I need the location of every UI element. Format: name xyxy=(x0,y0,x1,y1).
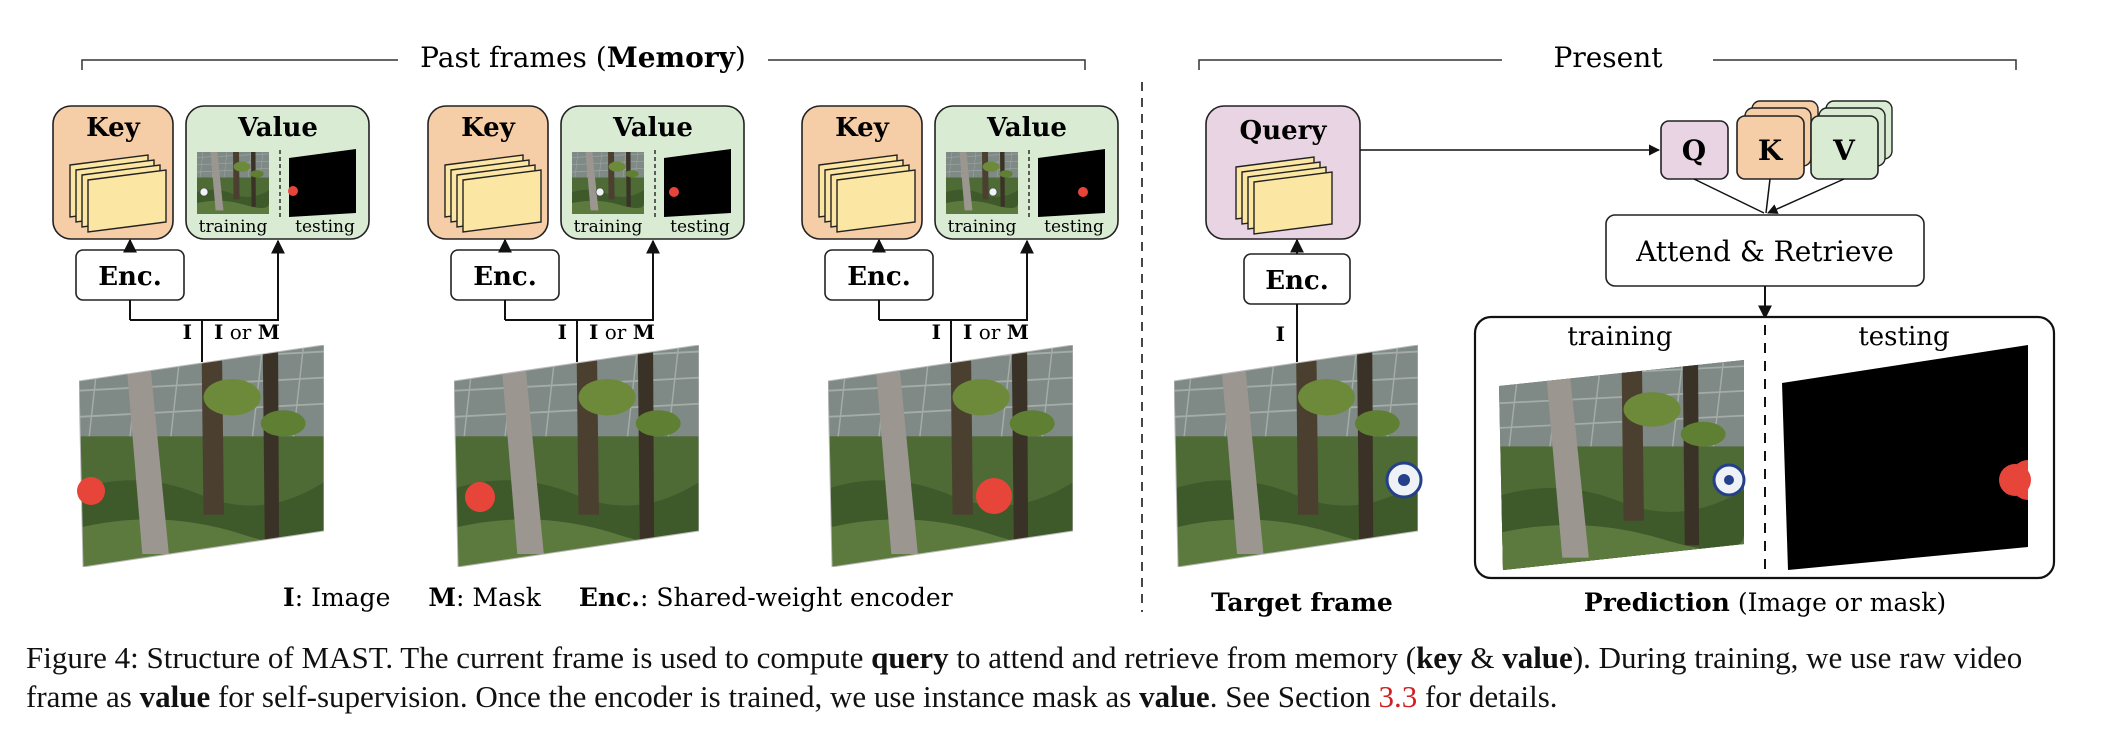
query-branch: Query Enc. I Target frame xyxy=(1174,105,1423,617)
mast-figure: Past frames (Memory) Present Key Value t… xyxy=(52,41,2056,617)
figure-caption: Figure 4: Structure of MAST. The current… xyxy=(26,640,2023,714)
prediction-testing-mask xyxy=(1782,345,2031,570)
qkv-block: Q K V xyxy=(1660,100,1893,180)
value-testing-mask xyxy=(664,149,731,217)
edge-label-image: I xyxy=(558,320,567,344)
attend-retrieve-label: Attend & Retrieve xyxy=(1635,235,1894,268)
key-feature-stack xyxy=(818,154,916,233)
legend: I: Image M: Mask Enc.: Shared-weight enc… xyxy=(283,583,953,612)
key-label: Key xyxy=(835,113,890,143)
prediction-label: Prediction (Image or mask) xyxy=(1584,588,1946,617)
value-training-thumbnail xyxy=(197,152,269,214)
value-label: Value xyxy=(612,113,693,143)
section-reference-link[interactable]: 3.3 xyxy=(1378,679,1418,714)
value-testing-mask xyxy=(1038,149,1105,217)
target-frame-label: Target frame xyxy=(1211,588,1393,617)
encoder-label: Enc. xyxy=(1265,266,1329,296)
v-label: V xyxy=(1832,134,1856,167)
training-label: training xyxy=(199,217,268,237)
encoder-label: Enc. xyxy=(98,262,162,292)
v-tile xyxy=(1810,115,1879,180)
memory-column-1: Key Value training testing Enc. I I or M xyxy=(52,105,370,567)
key-feature-stack xyxy=(444,154,542,233)
query-feature-stack xyxy=(1235,156,1333,235)
target-frame-image xyxy=(1174,345,1423,567)
edge-label-image: I xyxy=(932,320,941,344)
memory-column-3: Key Value training testing Enc. I I or M xyxy=(801,105,1119,567)
k-label: K xyxy=(1758,134,1784,167)
key-label: Key xyxy=(461,113,516,143)
encoder-label: Enc. xyxy=(473,262,537,292)
testing-label: testing xyxy=(670,217,730,237)
memory-column-2: Key Value training testing Enc. I I or M xyxy=(427,105,745,567)
encoder-label: Enc. xyxy=(847,262,911,292)
q-label: Q xyxy=(1682,134,1706,167)
edge-label-image-or-mask: I or M xyxy=(214,320,280,344)
prediction-panel: training testing xyxy=(1473,315,2056,580)
present-title: Present xyxy=(1553,41,1663,74)
key-feature-stack xyxy=(69,154,167,233)
edge-label-image: I xyxy=(183,320,192,344)
key-label: Key xyxy=(86,113,141,143)
memory-frame-2 xyxy=(454,345,699,567)
edge-label-image-or-mask: I or M xyxy=(963,320,1029,344)
past-frames-bracket: Past frames (Memory) xyxy=(81,41,1086,74)
training-label: training xyxy=(948,217,1017,237)
value-training-thumbnail xyxy=(572,152,644,214)
present-bracket: Present xyxy=(1198,41,2017,74)
training-label: training xyxy=(574,217,643,237)
testing-label: testing xyxy=(295,217,355,237)
past-frames-title: Past frames (Memory) xyxy=(420,41,746,74)
prediction-training-image xyxy=(1499,360,1746,570)
memory-frame-3 xyxy=(828,345,1073,567)
k-tile xyxy=(1736,115,1805,180)
prediction-training-label: training xyxy=(1567,322,1672,352)
value-label: Value xyxy=(986,113,1067,143)
memory-frame-1 xyxy=(77,345,324,567)
testing-label: testing xyxy=(1044,217,1104,237)
prediction-testing-label: testing xyxy=(1858,322,1949,352)
value-training-thumbnail xyxy=(946,152,1018,214)
value-label: Value xyxy=(237,113,318,143)
value-testing-mask xyxy=(288,149,356,217)
query-label: Query xyxy=(1240,116,1328,146)
edge-label-image-or-mask: I or M xyxy=(589,320,655,344)
edge-label-image: I xyxy=(1276,322,1285,346)
